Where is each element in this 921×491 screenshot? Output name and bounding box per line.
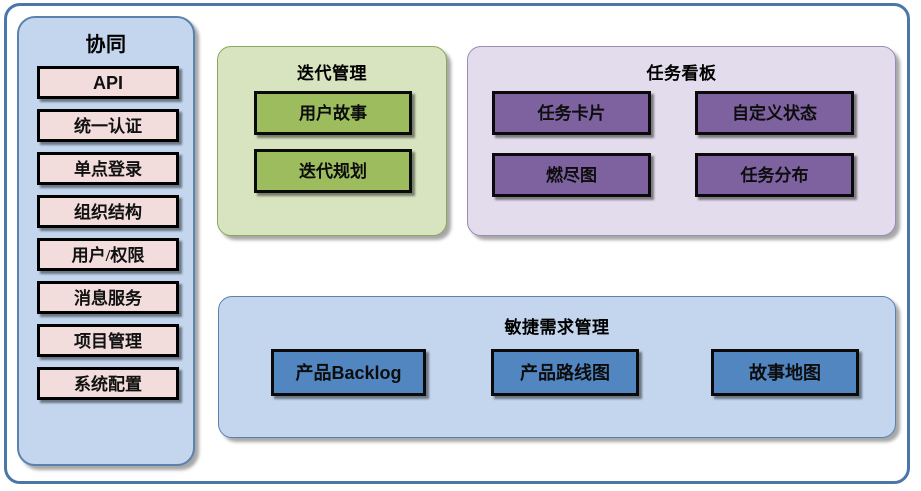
- collab-item-message-service[interactable]: 消息服务: [37, 281, 179, 314]
- agile-item-product-backlog-cjk: 产品: [295, 363, 332, 383]
- taskboard-item-custom-status[interactable]: 自定义状态: [695, 91, 854, 135]
- panel-agile-requirement-management[interactable]: 敏捷需求管理 产品Backlog 产品路线图 故事地图: [218, 296, 896, 438]
- panel-iteration-title: 迭代管理: [297, 64, 367, 83]
- collab-item-api[interactable]: API: [37, 66, 179, 99]
- collab-item-system-config[interactable]: 系统配置: [37, 367, 179, 400]
- agile-item-list: 产品Backlog 产品路线图 故事地图: [219, 349, 897, 409]
- task-board-row: 任务卡片 自定义状态: [492, 91, 877, 153]
- iteration-item-user-story[interactable]: 用户故事: [254, 91, 412, 135]
- agile-item-product-backlog-latin: Backlog: [331, 363, 402, 383]
- panel-iteration-management[interactable]: 迭代管理 用户故事 迭代规划: [217, 46, 447, 236]
- panel-agile-title: 敏捷需求管理: [504, 318, 610, 337]
- taskboard-item-burndown-chart[interactable]: 燃尽图: [492, 153, 651, 197]
- iteration-item-list: 用户故事 迭代规划: [254, 91, 412, 207]
- task-board-grid: 任务卡片 自定义状态 燃尽图 任务分布: [492, 91, 877, 215]
- task-board-row: 燃尽图 任务分布: [492, 153, 877, 215]
- collab-item-user-permission[interactable]: 用户/权限: [37, 238, 179, 271]
- iteration-item-iteration-planning[interactable]: 迭代规划: [254, 149, 412, 193]
- panel-collaboration-title: 协同: [85, 34, 127, 56]
- collab-item-org-structure[interactable]: 组织结构: [37, 195, 179, 228]
- agile-item-product-roadmap[interactable]: 产品路线图: [491, 349, 639, 396]
- collab-item-single-sign-on[interactable]: 单点登录: [37, 152, 179, 185]
- panel-task-board[interactable]: 任务看板 任务卡片 自定义状态 燃尽图 任务分布: [467, 46, 896, 236]
- collaboration-item-list: API 统一认证 单点登录 组织结构 用户/权限 消息服务 项目管理 系统配置: [37, 66, 179, 410]
- taskboard-item-task-card[interactable]: 任务卡片: [492, 91, 651, 135]
- collab-item-project-management[interactable]: 项目管理: [37, 324, 179, 357]
- agile-item-product-backlog[interactable]: 产品Backlog: [271, 349, 426, 396]
- panel-collaboration[interactable]: 协同 API 统一认证 单点登录 组织结构 用户/权限 消息服务 项目管理 系统…: [17, 16, 195, 466]
- taskboard-item-task-distribution[interactable]: 任务分布: [695, 153, 854, 197]
- collab-item-unified-auth[interactable]: 统一认证: [37, 109, 179, 142]
- panel-task-board-title: 任务看板: [646, 64, 717, 83]
- agile-item-story-map[interactable]: 故事地图: [711, 349, 859, 396]
